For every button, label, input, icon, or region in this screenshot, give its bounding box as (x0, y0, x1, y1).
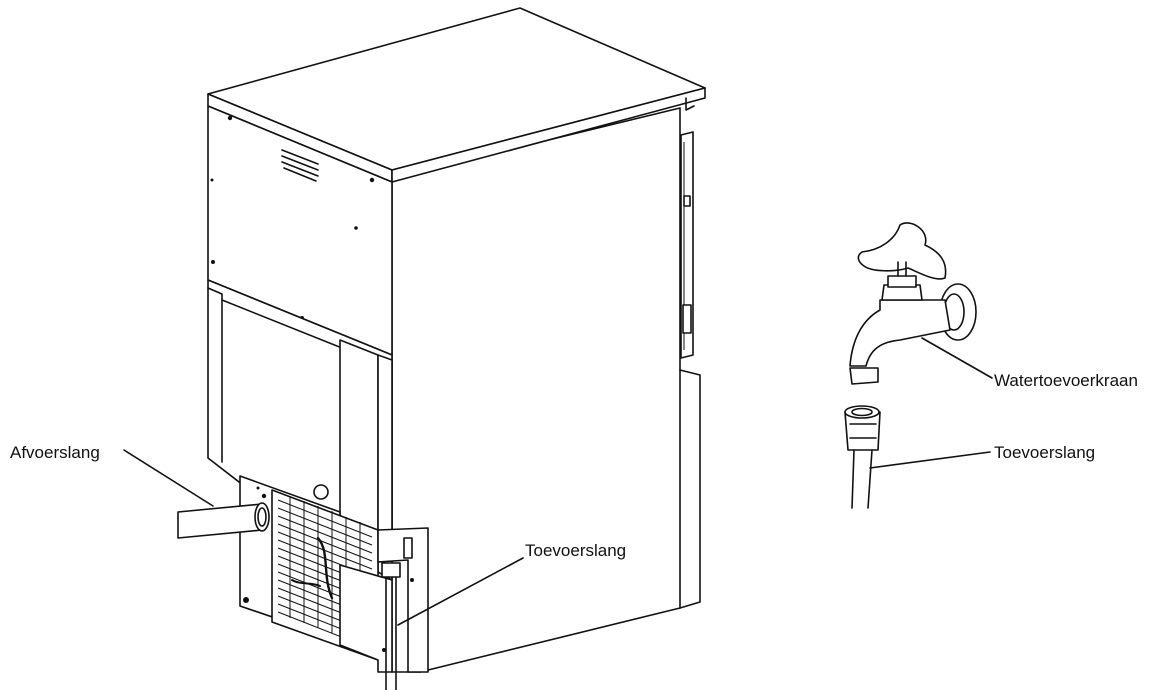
connection-bracket (377, 527, 429, 673)
right-kickplate (679, 369, 701, 609)
drain-hose (177, 502, 270, 539)
drain-port (313, 484, 329, 500)
supply-hose-tap-leader (869, 451, 991, 469)
water-inlet-fitting (403, 537, 413, 559)
water-tap-label: Watertoevoerkraan (994, 371, 1138, 390)
supply-hose-machine-label: Toevoerslang (525, 541, 626, 560)
water-tap-icon (849, 222, 977, 385)
water-tap-leader (921, 337, 993, 379)
upper-vent-icon (281, 149, 319, 182)
supply-hose-tap-label: Toevoerslang (994, 443, 1095, 462)
drain-hose-label: Afvoerslang (10, 443, 100, 462)
ice-machine (207, 7, 706, 673)
drain-hose-leader (123, 449, 214, 507)
hinge (682, 304, 692, 334)
supply-hose-machine (381, 562, 401, 690)
supply-hose-tap (844, 405, 881, 509)
machine-right-side-panel (391, 107, 681, 673)
supply-hose-machine-leader (397, 557, 524, 626)
